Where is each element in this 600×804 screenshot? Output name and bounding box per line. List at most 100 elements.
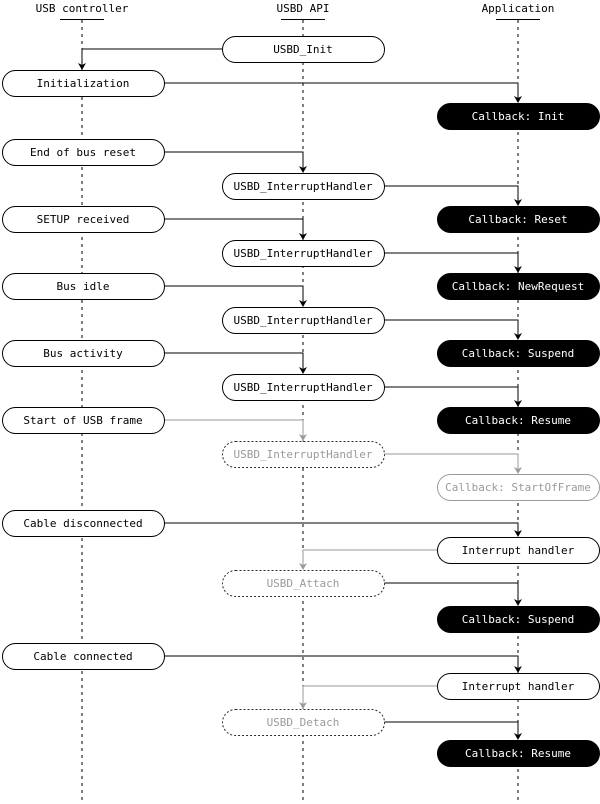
link-bus-idle-to-handler-3 bbox=[164, 285, 304, 305]
link-handler-2-to-callback-newrequest-arrowhead-icon bbox=[514, 266, 522, 273]
link-bus-activity-to-handler-4 bbox=[164, 352, 304, 372]
node-label-interrupt-handler-2: USBD_InterruptHandler bbox=[233, 247, 372, 260]
node-box-usbd-detach[interactable] bbox=[222, 709, 385, 736]
node-bus-activity[interactable]: Bus activity bbox=[2, 340, 165, 367]
node-label-callback-suspend-2: Callback: Suspend bbox=[462, 613, 575, 626]
link-cable-disconnected-to-interrupt-handler-app-1 bbox=[164, 522, 519, 535]
node-callback-resume-1[interactable]: Callback: Resume bbox=[437, 407, 600, 434]
node-label-bus-idle: Bus idle bbox=[57, 280, 110, 293]
link-initialization-to-callback-init-arrowhead-icon bbox=[514, 96, 522, 103]
node-callback-newrequest[interactable]: Callback: NewRequest bbox=[437, 273, 600, 300]
node-label-end-of-bus-reset: End of bus reset bbox=[30, 146, 136, 159]
link-cable-disconnected-to-interrupt-handler-app-1-arrowhead-icon bbox=[514, 530, 522, 537]
node-label-interrupt-handler-app-1: Interrupt handler bbox=[462, 544, 575, 557]
node-end-of-bus-reset[interactable]: End of bus reset bbox=[2, 139, 165, 166]
node-interrupt-handler-5[interactable]: USBD_InterruptHandler bbox=[222, 441, 385, 468]
node-interrupt-handler-4[interactable]: USBD_InterruptHandler bbox=[222, 374, 385, 401]
node-cable-connected[interactable]: Cable connected bbox=[2, 643, 165, 670]
node-box-cable-disconnected[interactable] bbox=[2, 510, 165, 537]
node-box-cable-connected[interactable] bbox=[2, 643, 165, 670]
node-box-start-of-usb-frame[interactable] bbox=[2, 407, 165, 434]
node-label-interrupt-handler-1: USBD_InterruptHandler bbox=[233, 180, 372, 193]
node-label-interrupt-handler-4: USBD_InterruptHandler bbox=[233, 381, 372, 394]
node-label-initialization: Initialization bbox=[37, 77, 130, 90]
message-links-layer bbox=[78, 48, 522, 740]
node-callback-suspend-1[interactable]: Callback: Suspend bbox=[437, 340, 600, 367]
node-start-of-usb-frame[interactable]: Start of USB frame bbox=[2, 407, 165, 434]
node-label-callback-suspend-1: Callback: Suspend bbox=[462, 347, 575, 360]
link-setup-received-to-handler-2-arrowhead-icon bbox=[299, 233, 307, 240]
link-interrupt-handler-app-1-to-usbd-attach bbox=[302, 549, 437, 568]
node-interrupt-handler-1[interactable]: USBD_InterruptHandler bbox=[222, 173, 385, 200]
node-label-callback-reset: Callback: Reset bbox=[468, 213, 567, 226]
link-usbd-attach-to-callback-suspend-2-arrowhead-icon bbox=[514, 599, 522, 606]
node-box-bus-idle[interactable] bbox=[2, 273, 165, 300]
node-usbd-attach[interactable]: USBD_Attach bbox=[222, 570, 385, 597]
link-handler-4-to-callback-resume-1-arrowhead-icon bbox=[514, 400, 522, 407]
node-label-start-of-usb-frame: Start of USB frame bbox=[23, 414, 142, 427]
link-cable-connected-to-interrupt-handler-app-2 bbox=[164, 655, 519, 671]
link-cable-connected-to-interrupt-handler-app-2-arrowhead-icon bbox=[514, 666, 522, 673]
link-bus-activity-to-handler-4-arrowhead-icon bbox=[299, 367, 307, 374]
node-callback-resume-2[interactable]: Callback: Resume bbox=[437, 740, 600, 767]
link-usbd-detach-to-callback-resume-2-arrowhead-icon bbox=[514, 733, 522, 740]
node-box-end-of-bus-reset[interactable] bbox=[2, 139, 165, 166]
node-callback-startofframe[interactable]: Callback: StartOfFrame bbox=[437, 474, 600, 501]
node-label-cable-disconnected: Cable disconnected bbox=[23, 517, 142, 530]
node-label-callback-startofframe: Callback: StartOfFrame bbox=[445, 481, 591, 494]
node-usbd-init[interactable]: USBD_Init bbox=[222, 36, 385, 63]
link-handler-5-to-callback-startofframe-arrowhead-icon bbox=[514, 467, 522, 474]
node-box-interrupt-handler-4[interactable] bbox=[222, 374, 385, 401]
node-usbd-detach[interactable]: USBD_Detach bbox=[222, 709, 385, 736]
node-box-interrupt-handler-5[interactable] bbox=[222, 441, 385, 468]
node-label-interrupt-handler-3: USBD_InterruptHandler bbox=[233, 314, 372, 327]
link-handler-1-to-callback-reset bbox=[384, 185, 519, 204]
node-cable-disconnected[interactable]: Cable disconnected bbox=[2, 510, 165, 537]
link-handler-5-to-callback-startofframe bbox=[384, 453, 519, 472]
node-box-setup-received[interactable] bbox=[2, 206, 165, 233]
node-interrupt-handler-app-2[interactable]: Interrupt handler bbox=[437, 673, 600, 700]
link-setup-received-to-handler-2 bbox=[164, 218, 304, 238]
link-usbd-init-to-initialization-arrowhead-icon bbox=[78, 63, 86, 70]
node-bus-idle[interactable]: Bus idle bbox=[2, 273, 165, 300]
link-interrupt-handler-app-2-to-usbd-detach-arrowhead-icon bbox=[299, 702, 307, 709]
node-label-callback-resume-2: Callback: Resume bbox=[465, 747, 571, 760]
node-interrupt-handler-app-1[interactable]: Interrupt handler bbox=[437, 537, 600, 564]
node-box-interrupt-handler-1[interactable] bbox=[222, 173, 385, 200]
node-label-setup-received: SETUP received bbox=[37, 213, 130, 226]
link-handler-3-to-callback-suspend-1 bbox=[384, 319, 519, 338]
node-box-interrupt-handler-3[interactable] bbox=[222, 307, 385, 334]
node-box-bus-activity[interactable] bbox=[2, 340, 165, 367]
link-initialization-to-callback-init bbox=[164, 82, 519, 101]
lifeline-header-label-usb-controller: USB controller bbox=[36, 2, 129, 15]
node-initialization[interactable]: Initialization bbox=[2, 70, 165, 97]
node-label-interrupt-handler-app-2: Interrupt handler bbox=[462, 680, 575, 693]
node-label-callback-init: Callback: Init bbox=[472, 110, 565, 123]
node-box-interrupt-handler-2[interactable] bbox=[222, 240, 385, 267]
node-box-usbd-attach[interactable] bbox=[222, 570, 385, 597]
node-setup-received[interactable]: SETUP received bbox=[2, 206, 165, 233]
link-end-of-bus-reset-to-handler-1 bbox=[164, 151, 304, 171]
node-callback-suspend-2[interactable]: Callback: Suspend bbox=[437, 606, 600, 633]
link-usbd-detach-to-callback-resume-2 bbox=[384, 721, 519, 738]
link-start-of-usb-frame-to-handler-5-arrowhead-icon bbox=[299, 434, 307, 441]
node-label-cable-connected: Cable connected bbox=[33, 650, 132, 663]
link-interrupt-handler-app-2-to-usbd-detach bbox=[302, 685, 437, 707]
node-interrupt-handler-3[interactable]: USBD_InterruptHandler bbox=[222, 307, 385, 334]
link-handler-1-to-callback-reset-arrowhead-icon bbox=[514, 199, 522, 206]
node-label-usbd-attach: USBD_Attach bbox=[267, 577, 340, 590]
node-callback-init[interactable]: Callback: Init bbox=[437, 103, 600, 130]
link-end-of-bus-reset-to-handler-1-arrowhead-icon bbox=[299, 166, 307, 173]
node-interrupt-handler-2[interactable]: USBD_InterruptHandler bbox=[222, 240, 385, 267]
link-handler-4-to-callback-resume-1 bbox=[384, 386, 519, 405]
link-usbd-init-to-initialization bbox=[81, 48, 222, 68]
node-callback-reset[interactable]: Callback: Reset bbox=[437, 206, 600, 233]
node-box-usbd-init[interactable] bbox=[222, 36, 385, 63]
link-interrupt-handler-app-1-to-usbd-attach-arrowhead-icon bbox=[299, 563, 307, 570]
link-handler-2-to-callback-newrequest bbox=[384, 252, 519, 271]
lifeline-header-label-application: Application bbox=[482, 2, 555, 15]
node-box-initialization[interactable] bbox=[2, 70, 165, 97]
node-label-interrupt-handler-5: USBD_InterruptHandler bbox=[233, 448, 372, 461]
